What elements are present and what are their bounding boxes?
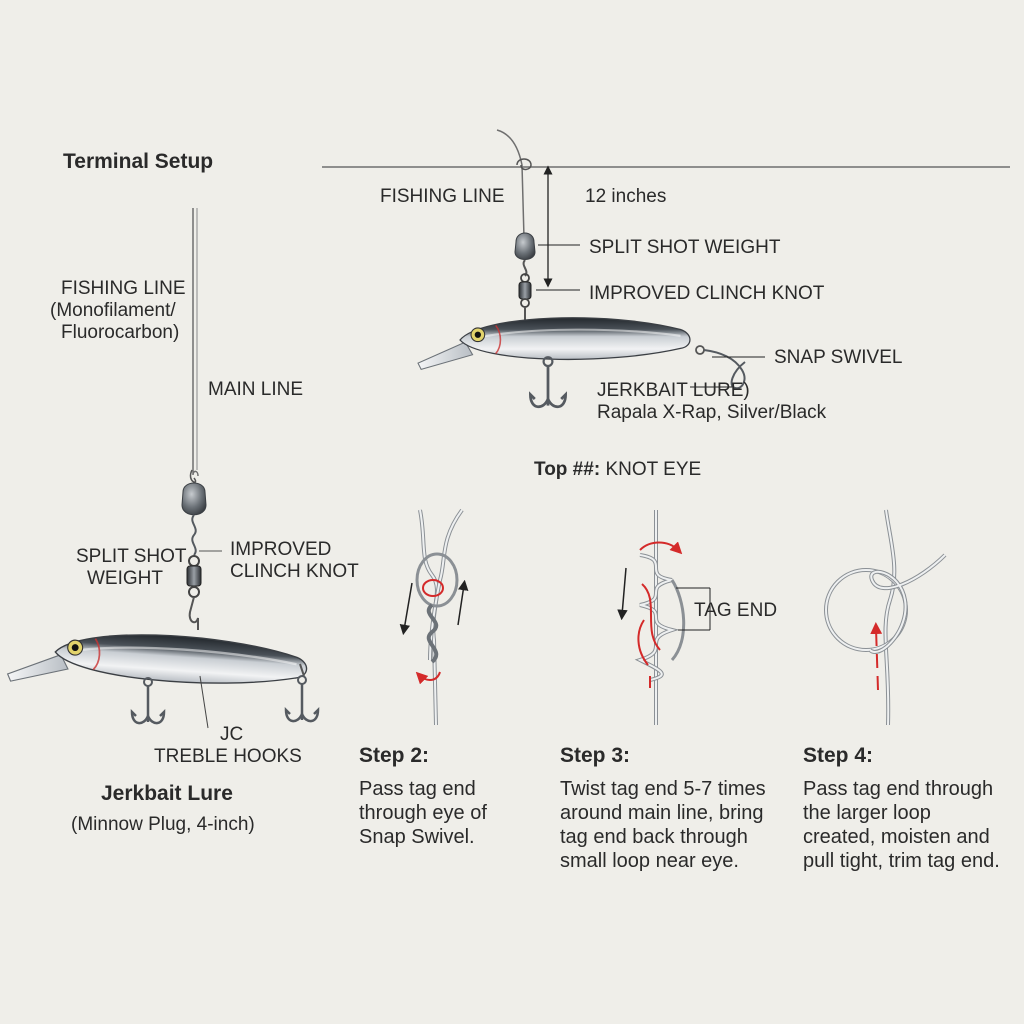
section-heading-text: KNOT EYE	[605, 459, 702, 480]
top-fishing-line-label: FISHING LINE	[380, 186, 505, 207]
split-shot-label-2: WEIGHT	[87, 568, 163, 589]
treble-hook-front	[130, 676, 166, 725]
clinch-knot	[191, 514, 197, 556]
treble-hook-rear	[284, 674, 320, 723]
snap-swivel-top	[703, 349, 746, 390]
step-4-text: Pass tag end through the larger loop cre…	[803, 778, 1000, 872]
snap-swivel	[186, 565, 202, 587]
top-split-shot-weight	[514, 232, 536, 260]
fishing-line-material-1: (Monofilament/	[50, 300, 176, 321]
step-3-title: Step 3:	[560, 744, 631, 767]
rigged-line-illustration	[322, 129, 1010, 409]
knot-step-2-illustration	[399, 508, 469, 726]
section-heading: Top ##: KNOT EYE	[534, 458, 701, 481]
step-4-title: Step 4:	[803, 744, 874, 767]
terminal-setup-title: Terminal Setup	[63, 150, 214, 173]
knot-label-1: IMPROVED	[230, 539, 332, 560]
tag-end-label: TAG END	[694, 600, 778, 621]
knot-label-2: CLINCH KNOT	[230, 561, 359, 582]
top-lure-subtitle: Rapala X-Rap, Silver/Black	[597, 402, 827, 423]
step-2-text: Pass tag end through eye of Snap Swivel.	[359, 778, 487, 848]
main-line	[192, 208, 199, 477]
section-heading-bold: Top ##:	[534, 459, 601, 480]
terminal-setup-illustration	[5, 208, 320, 729]
step-2-title: Step 2:	[359, 744, 430, 767]
fishing-line-material-2: Fluorocarbon)	[61, 322, 180, 343]
jerkbait-lure-top	[416, 316, 692, 371]
hooks-label-2: TREBLE HOOKS	[154, 746, 302, 767]
split-shot-label-1: SPLIT SHOT	[76, 546, 187, 567]
lure-subtitle: (Minnow Plug, 4-inch)	[71, 814, 255, 835]
lure-title: Jerkbait Lure	[101, 782, 233, 805]
step-3-text: Twist tag end 5-7 times around main line…	[560, 778, 766, 872]
snap-swivel-label: SNAP SWIVEL	[774, 347, 903, 368]
main-line-label: MAIN LINE	[208, 379, 304, 400]
jerkbait-lure-left	[5, 623, 310, 703]
top-lure-label: JERKBAIT LURE)	[597, 380, 750, 401]
top-split-shot-label: SPLIT SHOT WEIGHT	[589, 237, 781, 258]
knot-step-4-illustration	[824, 509, 947, 726]
fishing-line-label: FISHING LINE	[61, 278, 186, 299]
knot-step-3-illustration	[617, 510, 711, 725]
split-shot-weight	[181, 482, 207, 516]
length-label: 12 inches	[585, 186, 667, 207]
top-treble-hook	[529, 355, 567, 409]
top-knot-label: IMPROVED CLINCH KNOT	[589, 283, 825, 304]
hooks-label-1: JC	[220, 724, 244, 745]
